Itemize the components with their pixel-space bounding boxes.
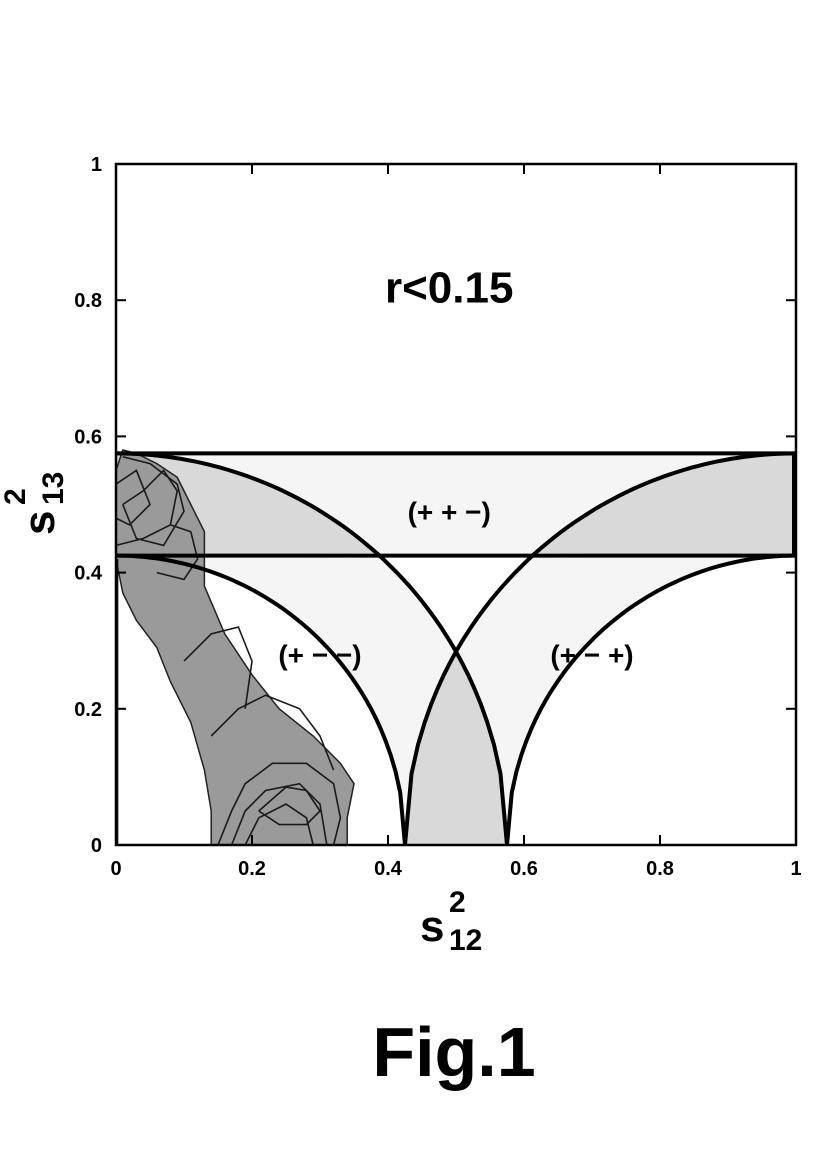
- contour-line-2: [244, 803, 314, 846]
- y-axis-title-sup: 2: [0, 488, 32, 505]
- region-label-pmm: (+ − −): [278, 639, 361, 670]
- curve-right-outer: [403, 451, 797, 846]
- y-tick-label-4: 0.8: [74, 290, 102, 312]
- y-axis-title-sub: 13: [37, 472, 70, 505]
- x-axis-title-sup: 2: [449, 886, 466, 919]
- y-tick-label-0: 0: [91, 835, 102, 857]
- x-axis-title-base: s: [420, 902, 444, 951]
- x-tick-label-3: 0.6: [510, 858, 538, 880]
- curve-left-outer: [115, 451, 509, 846]
- x-axis-title-sub: 12: [449, 924, 482, 957]
- overlap-right: [535, 453, 796, 556]
- band-regions: [116, 453, 796, 845]
- y-tick-label-2: 0.4: [74, 563, 103, 585]
- allowed-region: [115, 449, 355, 846]
- tick-labels: 0 0.2 0.4 0.6 0.8 1 0 0.2 0.4 0.6 0.8 1: [74, 154, 801, 880]
- plot-frame: [114, 162, 798, 847]
- contour-line-7: [122, 469, 179, 526]
- contour-line-6: [115, 524, 199, 581]
- x-tick-label-0: 0: [110, 858, 121, 880]
- region-label-ppm: (+ + −): [408, 496, 491, 527]
- y-axis-title-base: s: [15, 511, 64, 535]
- curve-right-inner: [505, 553, 796, 846]
- figure-caption: Fig.1: [372, 1013, 535, 1091]
- y-tick-label-5: 1: [91, 154, 102, 176]
- contour-line-5: [183, 626, 253, 709]
- axes: [114, 162, 798, 847]
- y-tick-label-1: 0.2: [74, 699, 102, 721]
- y-axis-title: s 2 13: [0, 472, 70, 535]
- allowed-region-outline: [115, 449, 355, 846]
- contour-line-3: [258, 786, 322, 826]
- chart-annotation: r<0.15: [385, 264, 513, 313]
- x-tick-label-5: 1: [790, 858, 801, 880]
- x-tick-label-1: 0.2: [238, 858, 266, 880]
- overlap-bottom: [405, 651, 507, 845]
- x-axis-title: s 2 12: [420, 886, 482, 957]
- contour-line-0: [217, 762, 342, 846]
- x-tick-label-4: 0.8: [646, 858, 674, 880]
- contour-line-9: [115, 469, 151, 526]
- contour-line-1: [230, 782, 328, 846]
- contour-line-8: [122, 456, 185, 547]
- curve-left-inner: [116, 553, 407, 846]
- x-tick-label-2: 0.4: [374, 858, 403, 880]
- boundary-curves: [115, 451, 797, 846]
- y-tick-label-3: 0.6: [74, 426, 102, 448]
- region-label-pmp: (+ − +): [550, 639, 633, 670]
- contour-line-4: [210, 694, 335, 771]
